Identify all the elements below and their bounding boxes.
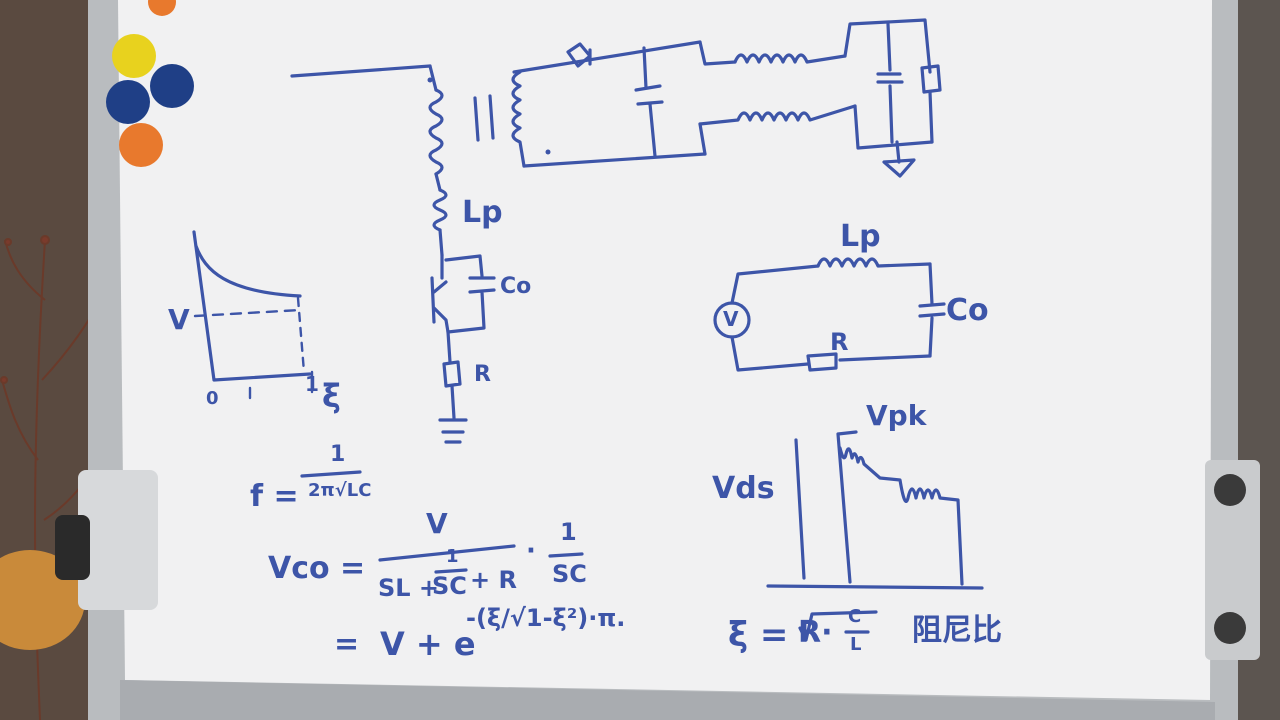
- ground-lines: [438, 384, 468, 444]
- filter-inductor-top: [733, 53, 847, 64]
- vco-frac2-den: SC: [552, 560, 587, 588]
- blue-magnet-1[interactable]: [106, 80, 150, 124]
- filter-inductor-bottom: [698, 104, 857, 126]
- lp-label-rlc: Lp: [840, 219, 881, 254]
- ringing-waveform: [838, 446, 964, 586]
- output-capacitor: [634, 46, 664, 158]
- blue-magnet-2[interactable]: [150, 64, 194, 108]
- mosfet-switch: [430, 276, 450, 334]
- vds-y-axis: [794, 438, 806, 580]
- line3-base: V + e: [380, 625, 476, 663]
- resistor-r: [806, 352, 838, 372]
- r-label-switch: R: [474, 362, 491, 387]
- voltage-source-label: V: [723, 307, 739, 331]
- damping-ratio-note: 阻尼比: [912, 613, 1002, 648]
- one-dashed-line: [296, 296, 306, 374]
- primary-winding: [428, 88, 444, 176]
- flyback-transformer-diagram: [290, 18, 942, 257]
- co-label-switch: Co: [500, 274, 532, 299]
- orange-magnet-top[interactable]: [148, 0, 176, 16]
- xi-sqrt-numerator: C: [848, 606, 862, 627]
- line3-exponent: -(ξ/√1-ξ²)·π.: [466, 604, 626, 632]
- sc-fraction-bar: [434, 568, 468, 574]
- vco-den-r: + R: [470, 566, 517, 594]
- inductor-lp: [816, 257, 932, 268]
- transformer-core: [473, 94, 495, 142]
- secondary-winding: [511, 70, 526, 168]
- magnets: [106, 0, 194, 167]
- orange-magnet[interactable]: [119, 123, 163, 167]
- snubber-capacitor-co: [444, 254, 496, 334]
- f-equation-lhs: f =: [250, 479, 299, 514]
- sense-resistor: [442, 360, 462, 388]
- left-clamp: [78, 470, 158, 610]
- vco-frac2-num: 1: [560, 518, 577, 546]
- vco-numerator: V: [426, 507, 448, 540]
- zero-label: 0: [206, 388, 219, 409]
- equation-strokes: [300, 470, 878, 642]
- vds-waveform: [766, 430, 984, 590]
- yellow-magnet[interactable]: [112, 34, 156, 78]
- load-resistor: [920, 64, 942, 94]
- vco-equation-lhs: Vco =: [268, 551, 366, 586]
- vco-den-sc: SC: [432, 572, 467, 600]
- vco-den-sl: SL +: [378, 574, 440, 602]
- sqrt-sign: [798, 610, 878, 642]
- leakage-inductor-lp: [432, 188, 448, 232]
- second-capacitor: [876, 22, 904, 144]
- capacitor-co: [918, 262, 946, 358]
- f-fraction-bar: [300, 470, 362, 478]
- xi-definition-r: R·: [798, 615, 833, 650]
- input-wire: [290, 64, 432, 78]
- xi-label: ξ: [322, 377, 341, 415]
- lp-label-switch: Lp: [462, 195, 503, 230]
- co-label-rlc: Co: [946, 293, 989, 328]
- vpk-label: Vpk: [866, 399, 927, 432]
- plot-axes: [192, 230, 312, 382]
- f-equation-numerator: 1: [330, 442, 346, 467]
- damping-plot: [192, 230, 314, 400]
- f-equation-denominator: 2π√LC: [308, 480, 372, 501]
- vds-label: Vds: [712, 471, 775, 506]
- v-dashed-line: [193, 308, 302, 318]
- decay-curve: [194, 244, 302, 298]
- vco-multiply-dot: ·: [526, 536, 536, 566]
- rlc-equivalent-circuit: [713, 257, 946, 372]
- left-clamp-knob: [55, 515, 90, 580]
- line3-equals: =: [334, 627, 360, 662]
- vco-fraction-bar: [378, 544, 516, 562]
- right-clamp-knob-bottom: [1214, 612, 1246, 644]
- whiteboard-surface: [118, 0, 1212, 700]
- right-clamp: [1205, 460, 1260, 660]
- v-axis-label: V: [168, 303, 190, 336]
- ground-symbol: [882, 140, 916, 178]
- rectifier-diode: [566, 42, 592, 68]
- vco-den-one: 1: [446, 546, 459, 567]
- xi-sqrt-denominator: L: [850, 634, 862, 655]
- xi-definition-lhs: ξ =: [728, 615, 789, 655]
- right-clamp-knob-top: [1214, 474, 1246, 506]
- one-label: 1: [305, 372, 319, 396]
- vds-x-axis: [766, 584, 984, 590]
- second-fraction-bar: [548, 552, 584, 558]
- marker-tray: [120, 680, 1215, 720]
- r-label-rlc: R: [830, 328, 849, 356]
- switch-node-diagram: [430, 253, 496, 444]
